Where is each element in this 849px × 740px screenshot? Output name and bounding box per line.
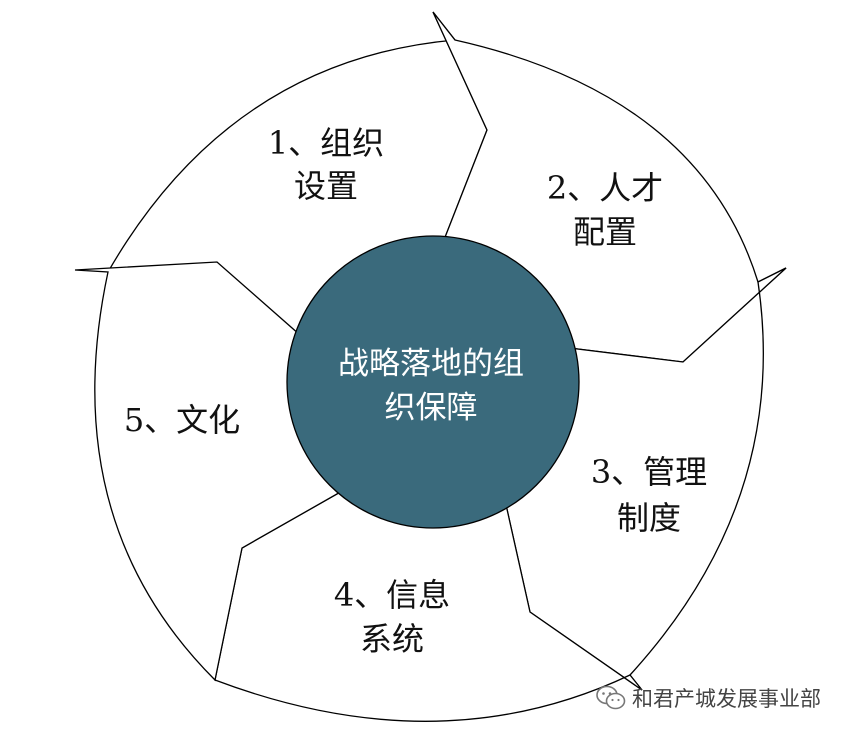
- segment-culture-label: 5、文化: [124, 401, 240, 439]
- segment-info-label-line2: 系统: [360, 620, 424, 658]
- watermark: 和君产城发展事业部: [596, 683, 821, 713]
- segment-mgmt-label-line2: 制度: [617, 499, 681, 537]
- watermark-text: 和君产城发展事业部: [632, 687, 821, 711]
- center-label-line2: 织保障: [385, 390, 478, 426]
- segment-org-label-line2: 设置: [294, 167, 358, 205]
- center-label-line1: 战略落地的组: [338, 346, 524, 382]
- wechat-icon: [596, 685, 626, 710]
- segment-talent-label-line1: 2、人才: [547, 169, 663, 207]
- center-circle: [286, 235, 580, 529]
- segment-org-label-line1: 1、组织: [268, 124, 384, 162]
- segment-mgmt-label-line1: 3、管理: [591, 453, 707, 491]
- segment-info-label-line1: 4、信息: [334, 576, 450, 614]
- segment-talent-label-line2: 配置: [573, 213, 637, 251]
